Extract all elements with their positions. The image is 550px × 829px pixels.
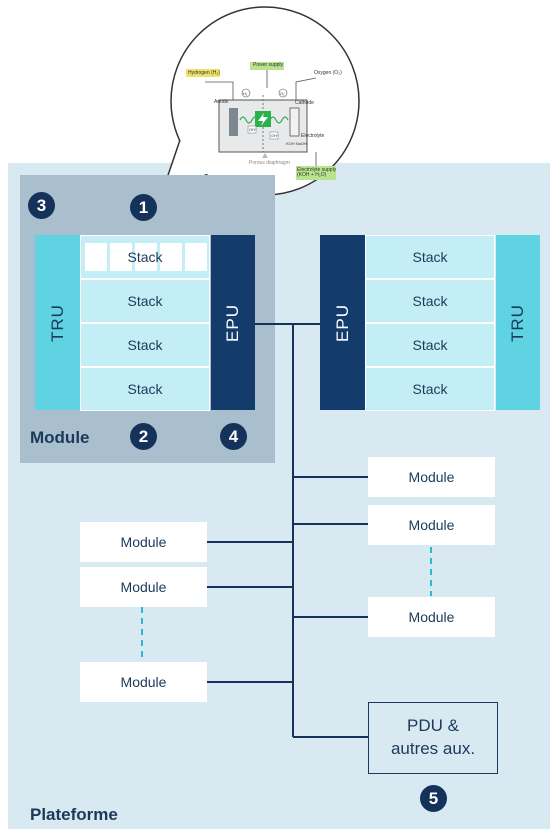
- module-label: Module: [408, 609, 455, 625]
- stack-cell: [85, 243, 107, 271]
- stack-left-2: Stack: [80, 279, 210, 323]
- badge-2: 2: [130, 423, 157, 450]
- stack-left-4: Stack: [80, 367, 210, 411]
- stack-cell: [110, 243, 132, 271]
- anode-label: Anode: [214, 99, 229, 105]
- pdu-line2: autres aux.: [390, 739, 476, 758]
- o2-pipe: [295, 77, 317, 100]
- stack-cell: [135, 243, 157, 271]
- stack-label: Stack: [412, 337, 448, 353]
- pdu-line1: PDU &: [407, 716, 459, 736]
- stack-label: Stack: [127, 293, 163, 309]
- stack-label: Stack: [127, 381, 163, 397]
- badge-4: 4: [220, 423, 247, 450]
- oh-label-left: OH⁻: [249, 127, 258, 132]
- module-box-r3: Module: [368, 597, 495, 637]
- power-supply-label: Power supply: [253, 62, 284, 68]
- wave-right: [269, 116, 289, 124]
- diaphragm-arrow: [262, 153, 268, 158]
- badge-5: 5: [420, 785, 447, 812]
- module-box-l1: Module: [80, 522, 207, 562]
- wave-left: [239, 116, 259, 124]
- o2-label: O₂: [280, 91, 285, 96]
- bolt-icon: [258, 113, 268, 126]
- h2-label: H₂: [243, 91, 248, 96]
- module-panel-label: Module: [30, 428, 90, 447]
- module-label: Module: [120, 579, 167, 595]
- stack-left-1: Stack: [80, 235, 210, 279]
- stack-right-4: Stack: [365, 367, 495, 411]
- oh-label-right: OH⁻: [271, 133, 280, 138]
- stack-label: Stack: [412, 293, 448, 309]
- h2-bubble: [241, 88, 251, 98]
- koh-label: KOH NaOH: [286, 141, 307, 146]
- module-box-l3: Module: [80, 662, 207, 702]
- power-supply-box: [250, 62, 284, 70]
- oh-box-left: [247, 125, 257, 134]
- o2-bubble: [278, 88, 288, 98]
- electrolyte-label: Electrolyte: [301, 133, 325, 139]
- stack-label: Stack: [412, 381, 448, 397]
- epu-left: EPU: [211, 235, 255, 410]
- stack-right-2: Stack: [365, 279, 495, 323]
- stack-cell: [160, 243, 182, 271]
- module-label: Module: [408, 517, 455, 533]
- bubble-tail-mask: [190, 150, 212, 174]
- electrolyte-supply-box: [296, 166, 336, 180]
- platform-label: Plateforme: [30, 805, 118, 824]
- stack-cell: [185, 243, 207, 271]
- module-box-l2: Module: [80, 567, 207, 607]
- diaphragm-label: Porous diaphragm: [249, 160, 290, 166]
- badge-3: 3: [28, 192, 55, 219]
- stack-label: Stack: [127, 249, 163, 265]
- anode-plate: [229, 108, 238, 136]
- stack-right-3: Stack: [365, 323, 495, 367]
- electrolyte-supply-label: Electrolyte supply (KOH + H₂O): [297, 167, 337, 178]
- tru-right: TRU: [496, 235, 540, 410]
- module-box-r2: Module: [368, 505, 495, 545]
- stack-label: Stack: [412, 249, 448, 265]
- cathode-plate: [289, 107, 300, 137]
- pdu-box: PDU & autres aux.: [368, 702, 498, 774]
- oxygen-label: Oxygen (O₂): [314, 70, 342, 76]
- tru-left: TRU: [35, 235, 80, 410]
- module-box-r1: Module: [368, 457, 495, 497]
- stack-left-3: Stack: [80, 323, 210, 367]
- module-label: Module: [120, 674, 167, 690]
- oh-box-right: [269, 131, 279, 140]
- hydrogen-box: [186, 69, 220, 77]
- h2-pipe: [205, 81, 234, 100]
- stack-label: Stack: [127, 337, 163, 353]
- cathode-label: Cathode: [295, 100, 314, 106]
- module-label: Module: [408, 469, 455, 485]
- module-label: Module: [120, 534, 167, 550]
- stack-right-1: Stack: [365, 235, 495, 279]
- epu-right: EPU: [320, 235, 365, 410]
- hydrogen-label: Hydrogen (H₂): [188, 70, 220, 76]
- badge-1: 1: [130, 194, 157, 221]
